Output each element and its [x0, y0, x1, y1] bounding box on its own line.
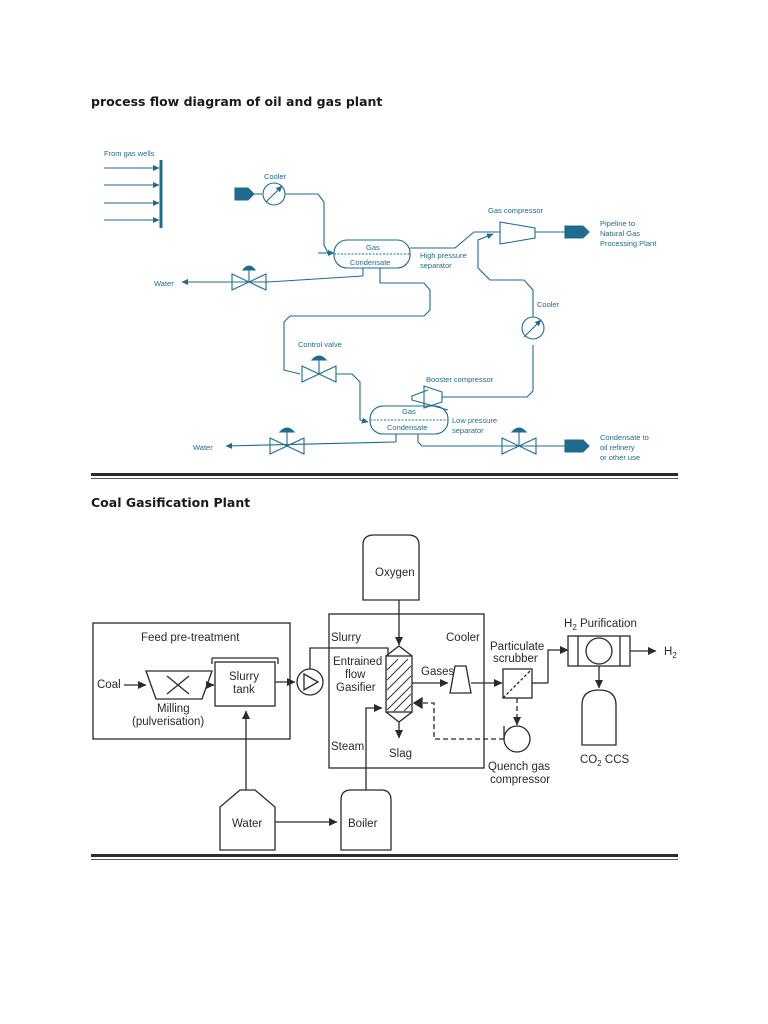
booster-compressor-icon: [423, 385, 443, 409]
label-control-valve: Control valve: [298, 340, 342, 349]
co2-ccs-vessel: [581, 689, 617, 746]
label-co2-ccs: CO2 CCS: [580, 754, 630, 768]
label-coal: Coal: [97, 679, 121, 691]
label-gasifier-2: flow: [345, 669, 366, 681]
label-water: Water: [232, 818, 262, 830]
label-pipeline-1: Pipeline to: [600, 219, 635, 228]
oxygen-tank: [362, 534, 420, 601]
condensate-out-arrow-icon: [564, 439, 590, 453]
water-valve-bottom-icon: [269, 437, 305, 455]
label-cooler-top: Cooler: [264, 172, 287, 181]
label-milling-2: (pulverisation): [132, 716, 204, 728]
divider-2: [91, 854, 678, 860]
label-slurry-tank-2: tank: [233, 684, 255, 696]
diagram-1-title: process flow diagram of oil and gas plan…: [91, 94, 383, 109]
label-lp-separator-2: separator: [452, 426, 484, 435]
water-tank: [219, 789, 276, 851]
label-steam: Steam: [331, 741, 364, 753]
label-condensate-out-2: oil refinery: [600, 443, 635, 452]
label-gasifier-1: Entrained: [333, 656, 382, 668]
label-pipeline-3: Processing Plant: [600, 239, 657, 248]
label-particulate-scrubber-2: scrubber: [493, 653, 538, 665]
label-quench-gas-1: Quench gas: [488, 761, 550, 773]
label-gasifier-3: Gasifier: [336, 682, 376, 694]
label-gas-hp: Gas: [366, 243, 380, 252]
inlet-arrow-icon: [234, 187, 255, 201]
quench-return-line: [416, 702, 504, 740]
label-condensate-hp: Condensate: [350, 258, 390, 267]
cooler-icon: [449, 665, 472, 694]
label-slurry-tank-1: Slurry: [229, 671, 259, 683]
label-oxygen: Oxygen: [375, 567, 415, 579]
label-lp-separator-1: Low pressure: [452, 416, 497, 425]
milling-icon: [145, 670, 213, 700]
gas-compressor-icon: [499, 221, 536, 245]
label-feed-pretreatment: Feed pre-treatment: [141, 632, 240, 644]
h2-purification-box: [567, 635, 631, 667]
pipeline-arrow-icon: [564, 225, 590, 239]
label-condensate-lp: Condensate: [387, 423, 427, 432]
label-water-top: Water: [154, 279, 174, 288]
label-gas-compressor: Gas compressor: [488, 206, 544, 215]
label-quench-gas-2: compressor: [490, 774, 550, 786]
label-gas-lp: Gas: [402, 407, 416, 416]
label-h2-purification: H2 Purification: [564, 618, 637, 632]
water-valve-top-icon: [231, 273, 267, 291]
label-milling-1: Milling: [157, 703, 190, 715]
label-gases: Gases: [421, 666, 454, 678]
label-cooler-right: Cooler: [537, 300, 560, 309]
label-condensate-out-3: or other use: [600, 453, 640, 462]
label-hp-separator-1: High pressure: [420, 251, 467, 260]
label-water-bottom: Water: [193, 443, 213, 452]
label-slurry: Slurry: [331, 632, 361, 644]
gasifier-vessel: [385, 655, 413, 713]
label-h2-out: H2: [664, 646, 677, 660]
coal-gasification-diagram: Oxygen Feed pre-treatment Slurry Cooler …: [92, 534, 677, 851]
label-pipeline-2: Natural Gas: [600, 229, 640, 238]
condensate-valve-icon: [501, 437, 537, 455]
diagram-2-title: Coal Gasification Plant: [91, 495, 251, 510]
boiler-tank: [340, 789, 392, 851]
quench-gas-compressor-icon: [503, 725, 531, 753]
label-booster-compressor: Booster compressor: [426, 375, 494, 384]
label-boiler: Boiler: [348, 818, 378, 830]
slurry-tank-box: [214, 661, 276, 707]
control-valve-icon: [301, 365, 337, 383]
label-condensate-out-1: Condensate to: [600, 433, 649, 442]
gasifier-envelope: [328, 613, 485, 769]
label-hp-separator-2: separator: [420, 261, 452, 270]
oil-gas-process-diagram: From gas wells Cooler Gas compressor Pip…: [104, 149, 657, 462]
label-from-gas-wells: From gas wells: [104, 149, 155, 158]
label-particulate-scrubber-1: Particulate: [490, 641, 544, 653]
label-slag: Slag: [389, 748, 412, 760]
label-cooler: Cooler: [446, 632, 480, 644]
divider-1: [91, 473, 678, 479]
